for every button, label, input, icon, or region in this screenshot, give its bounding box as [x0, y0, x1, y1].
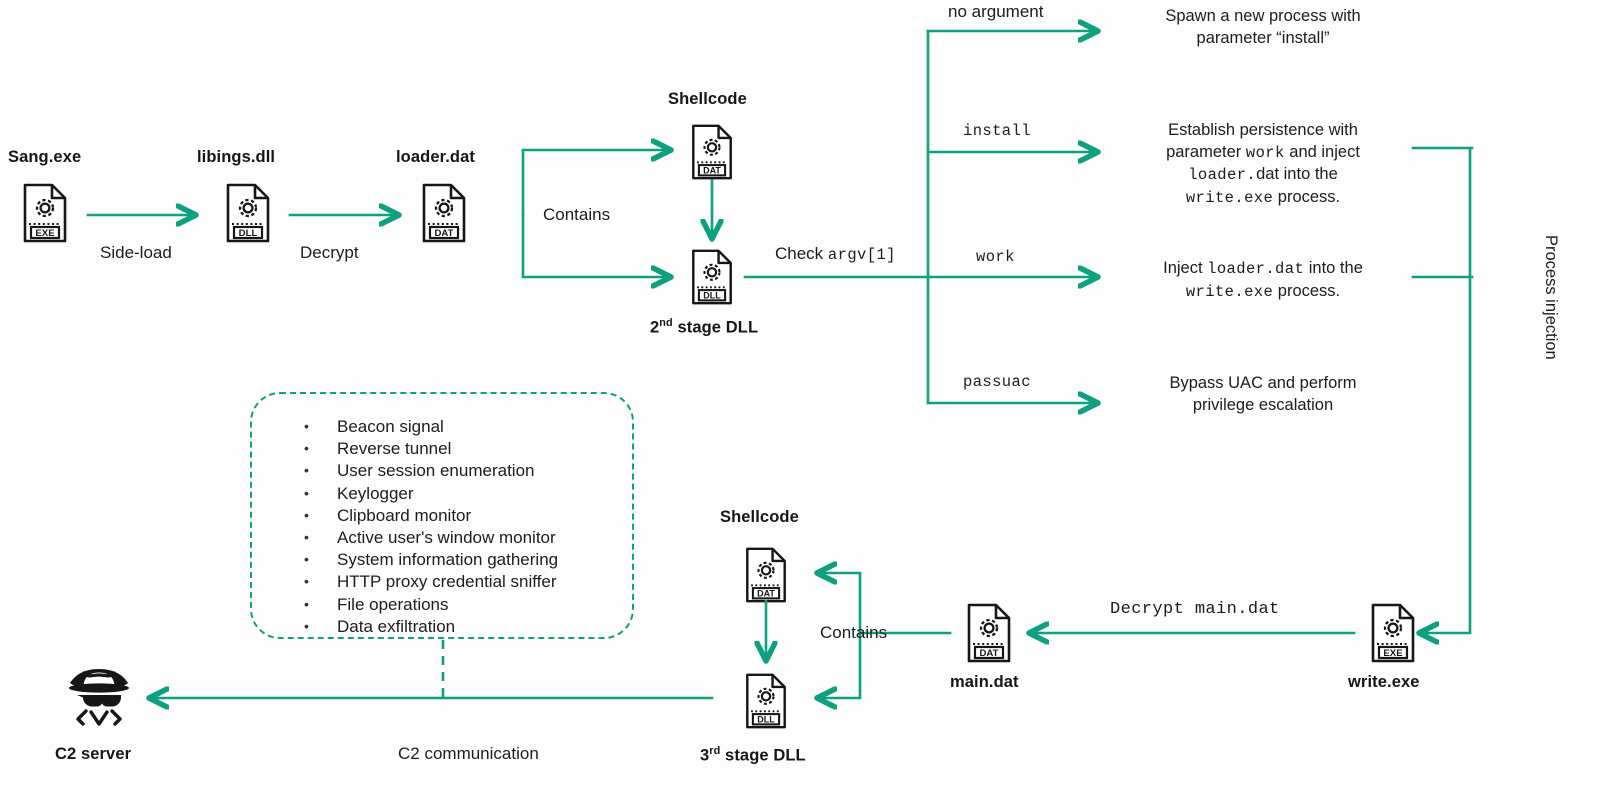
file-dat-icon: DAT — [690, 123, 734, 181]
list-item: Reverse tunnel — [304, 437, 632, 460]
edge-process-injection-to-write — [1420, 146, 1472, 633]
edge-label-contains-top: Contains — [543, 205, 611, 224]
edge-label-decrypt-main-dat: Decrypt main.dat — [1110, 600, 1280, 619]
list-item: Data exfiltration — [304, 615, 632, 638]
edge-label-decrypt: Decrypt — [300, 243, 359, 262]
branch-desc-passuac: Bypass UAC and perform privilege escalat… — [1169, 374, 1357, 414]
list-item: HTTP proxy credential sniffer — [304, 570, 632, 593]
edge-label-c2-communication: C2 communication — [398, 744, 539, 763]
capabilities-list: Beacon signal Reverse tunnel User sessio… — [252, 394, 632, 638]
node-label-write-exe: write.exe — [1348, 673, 1420, 691]
list-item: User session enumeration — [304, 459, 632, 482]
branch-arg-install: install — [963, 122, 1031, 140]
node-label-c2-server: C2 server — [55, 745, 132, 763]
list-item: Active user's window monitor — [304, 526, 632, 549]
svg-text:DAT: DAT — [703, 166, 721, 176]
list-item: Keylogger — [304, 482, 632, 505]
file-dat-icon: DAT — [966, 602, 1012, 664]
edge-label-process-injection: Process injection — [1542, 235, 1560, 360]
list-item: Beacon signal — [304, 415, 632, 438]
file-exe-icon: EXE — [1370, 602, 1416, 664]
node-label-sang-exe: Sang.exe — [8, 148, 82, 166]
svg-text:DAT: DAT — [979, 648, 998, 659]
list-item: File operations — [304, 593, 632, 616]
file-dll-icon: DLL — [744, 672, 788, 730]
svg-text:DLL: DLL — [703, 291, 721, 301]
svg-text:DAT: DAT — [757, 589, 775, 599]
node-label-shellcode-top: Shellcode — [668, 90, 747, 108]
branch-desc-work: Inject loader.dat into the write.exe pro… — [1163, 259, 1363, 301]
branch-desc-install: Establish persistence with parameter wor… — [1166, 121, 1360, 207]
file-dll-icon: DLL — [690, 248, 734, 306]
node-label-stage2-dll: 2nd stage DLL — [650, 317, 759, 337]
svg-text:DLL: DLL — [757, 715, 775, 725]
node-label-main-dat: main.dat — [950, 673, 1019, 691]
file-dat-icon: DAT — [744, 546, 788, 604]
node-label-loader-dat: loader.dat — [396, 148, 475, 166]
branch-arg-passuac: passuac — [963, 373, 1031, 391]
svg-text:EXE: EXE — [35, 228, 55, 239]
edge-label-contains-bottom: Contains — [820, 623, 888, 642]
file-exe-icon: EXE — [22, 182, 68, 244]
branch-arg-no-argument: no argument — [948, 2, 1044, 21]
capabilities-panel: Beacon signal Reverse tunnel User sessio… — [250, 392, 634, 639]
file-dat-icon: DAT — [421, 182, 467, 244]
branch-arg-work: work — [976, 248, 1015, 266]
branch-desc-no-argument: Spawn a new process with parameter “inst… — [1165, 7, 1361, 47]
node-label-libings-dll: libings.dll — [197, 148, 276, 166]
svg-text:DLL: DLL — [239, 228, 258, 239]
list-item: Clipboard monitor — [304, 504, 632, 527]
edge-label-side-load: Side-load — [100, 243, 172, 262]
list-item: System information gathering — [304, 548, 632, 571]
edge-label-check-argv: Check argv[1] — [775, 244, 896, 264]
node-label-shellcode-bottom: Shellcode — [720, 508, 799, 526]
hacker-spy-icon — [62, 662, 136, 728]
svg-text:DAT: DAT — [434, 228, 453, 239]
node-label-stage3-dll: 3rd stage DLL — [700, 745, 806, 765]
svg-text:EXE: EXE — [1383, 648, 1403, 659]
file-dll-icon: DLL — [225, 182, 271, 244]
